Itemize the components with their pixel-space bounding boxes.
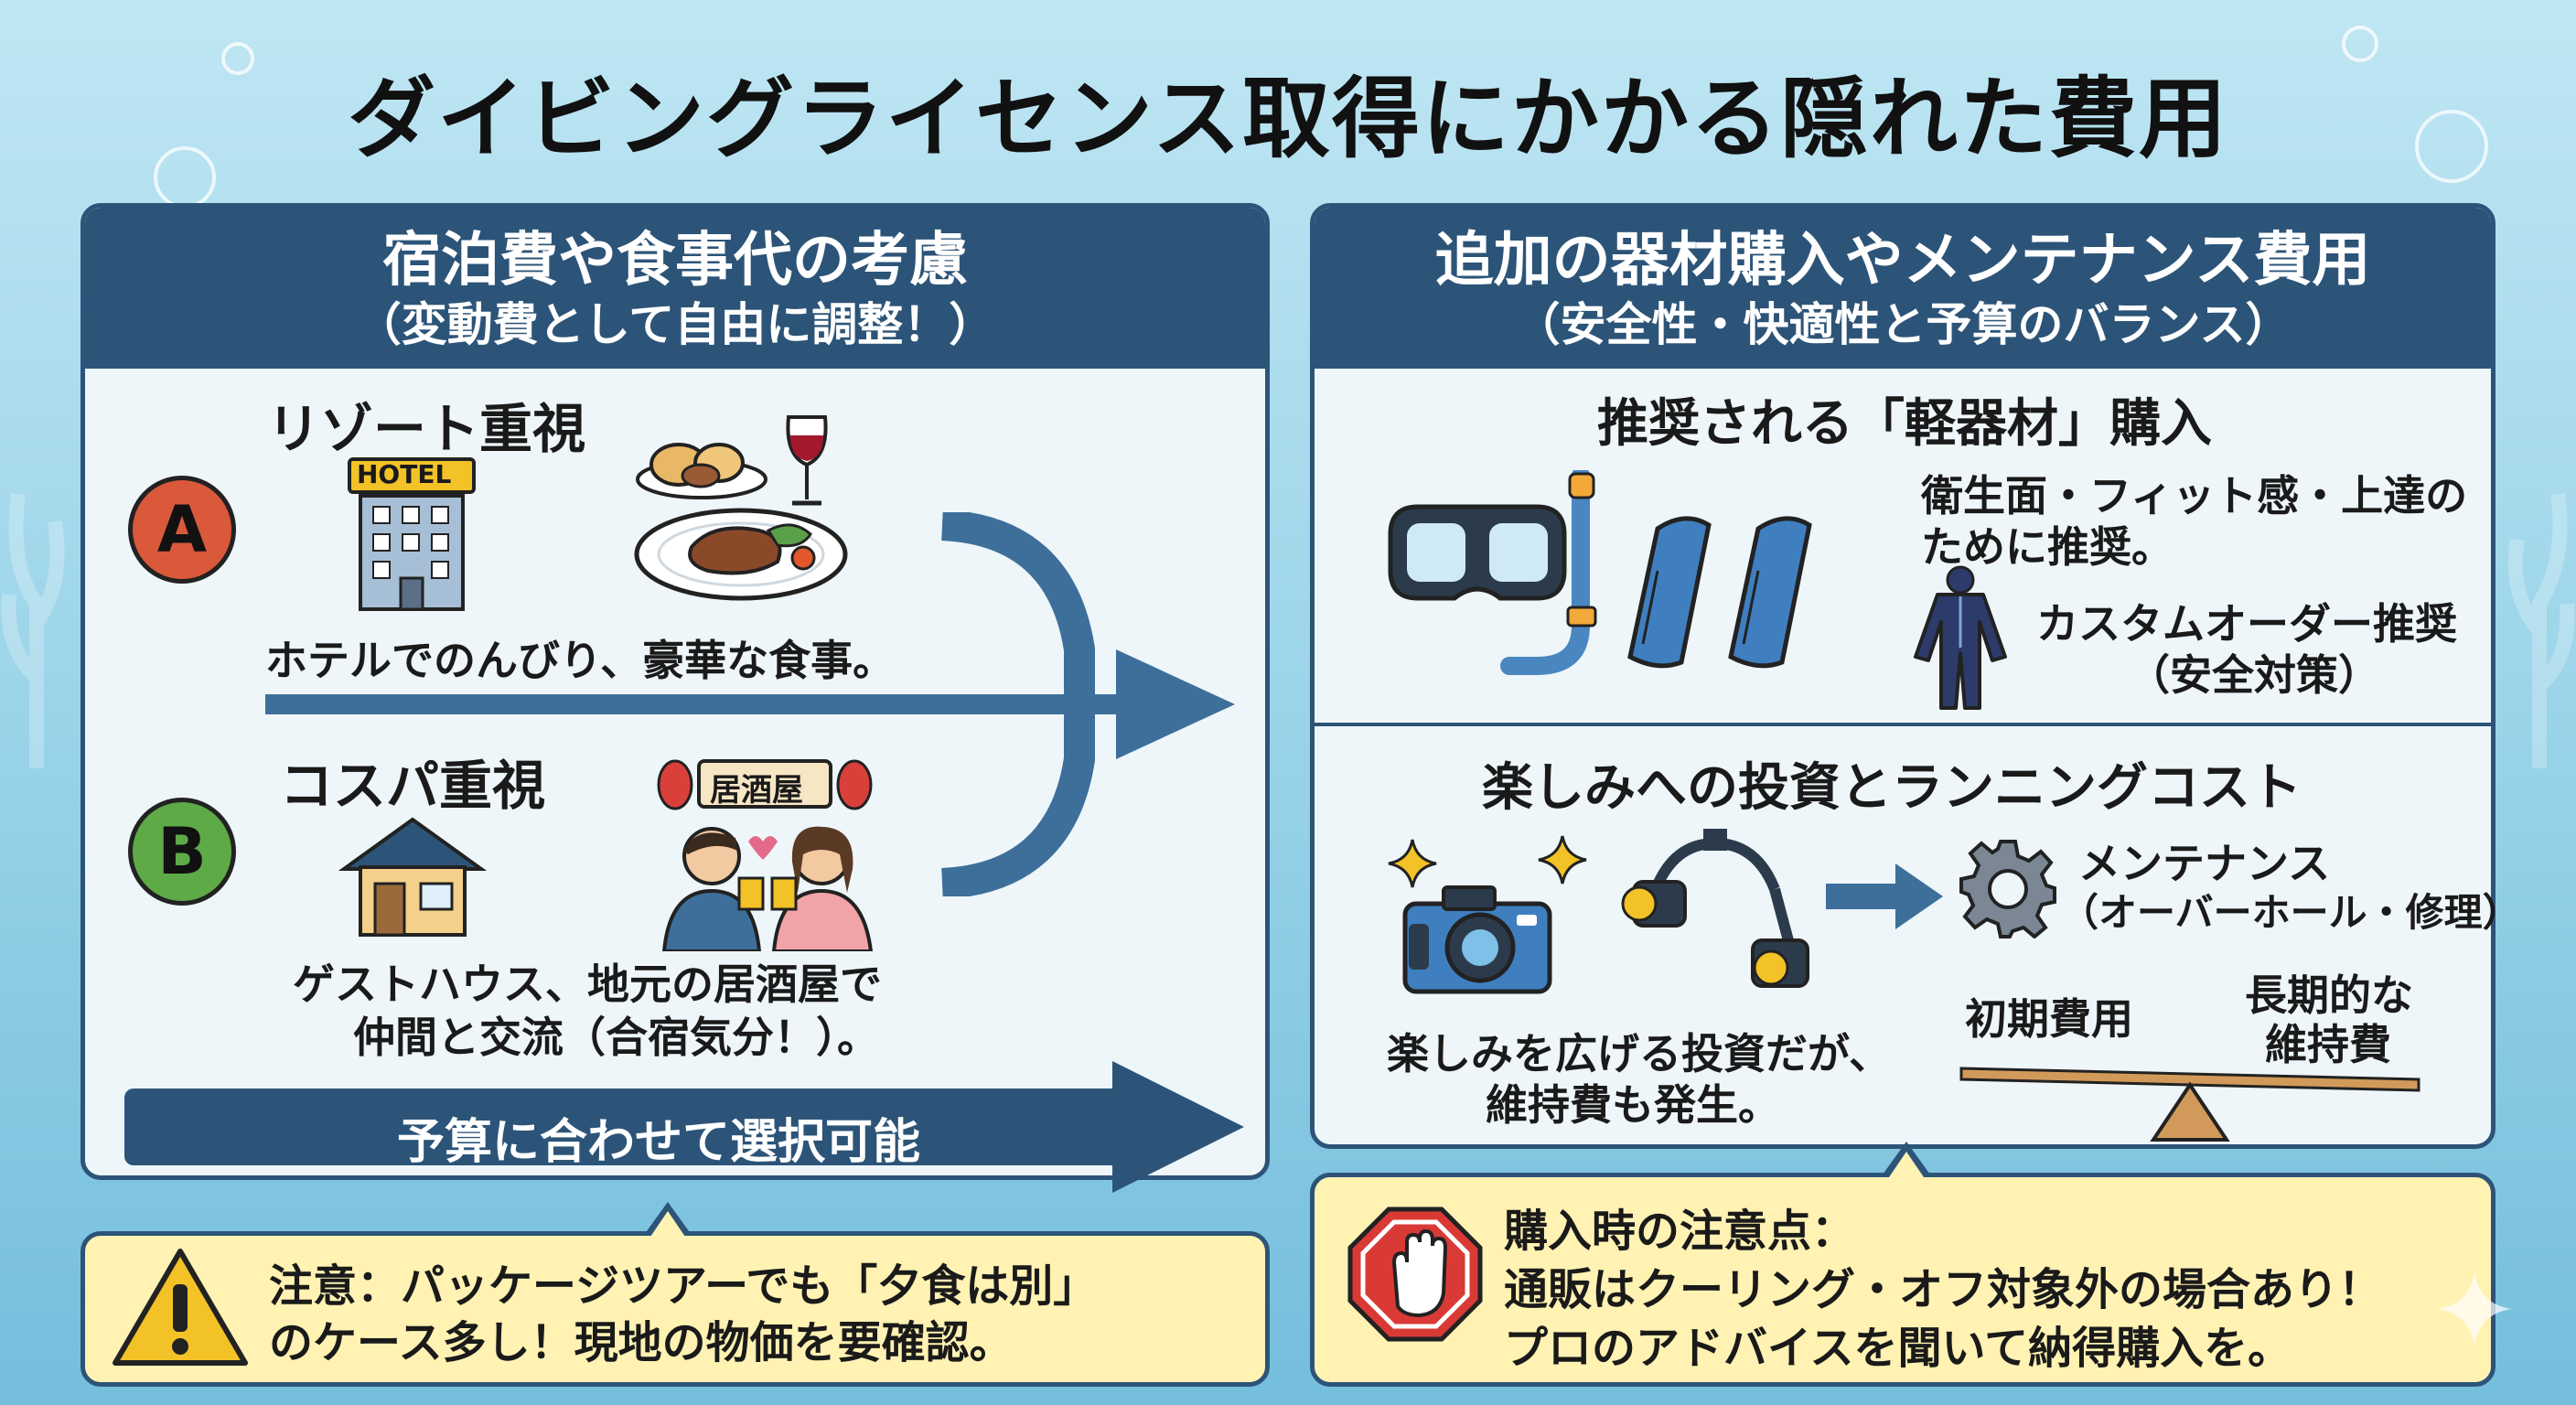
option-b-caption-line1: ゲストハウス、地元の居酒屋で (293, 960, 882, 1009)
right-section-divider (1314, 723, 2492, 726)
option-b-caption-line2: 仲間と交流（合宿気分！）。 (353, 1013, 879, 1062)
left-note-line1: 注意：パッケージツアーでも「夕食は別」 (269, 1260, 1098, 1312)
izakaya-sign-text: 居酒屋 (710, 772, 803, 809)
sparkle-icon (1388, 839, 1437, 888)
coral-decoration (2507, 492, 2575, 768)
fins-icon (1627, 516, 1812, 669)
right-note-line2: 通販はクーリング・オフ対象外の場合あり！ (1504, 1264, 2383, 1315)
right-caution-note (1310, 1173, 2496, 1387)
dive-light-icon (1621, 829, 1809, 988)
right-note-line3: プロのアドバイスを聞いて納得購入を。 (1504, 1323, 2292, 1374)
gear-icon (1959, 840, 2056, 938)
option-a-label: リゾート重視 (267, 398, 586, 460)
izakaya-icon (657, 759, 873, 810)
left-note-line2: のケース多し！現地の物価を要確認。 (269, 1317, 1014, 1368)
accommodation-heading: 宿泊費や食事代の考慮 (382, 227, 968, 295)
equipment-heading: 追加の器材購入やメンテナンス費用 (1434, 227, 2371, 295)
food-icon (636, 443, 767, 499)
equipment-subheading: （安全性・快適性と予算のバランス） (1514, 297, 2292, 351)
bubble-decoration (2415, 110, 2488, 183)
wetsuit-icon (1914, 565, 2007, 710)
maintenance-line2: （オーバーホール・修理） (2060, 890, 2521, 935)
seesaw-icon (1959, 1067, 2420, 1142)
friends-icon (661, 826, 874, 951)
initial-cost-label: 初期費用 (1965, 994, 2133, 1044)
gear-text-line2: ために推奨。 (1921, 522, 2174, 572)
hotel-icon (348, 457, 476, 611)
equipment-panel-header: 追加の器材購入やメンテナンス費用 （安全性・快適性と予算のバランス） (1315, 208, 2491, 369)
option-b-label: コスパ重視 (280, 755, 546, 817)
right-arrow-icon (1826, 863, 1943, 929)
gear-section-title: 推奨される「軽器材」購入 (1597, 394, 2212, 454)
longterm-cost-line1: 長期的な (2245, 971, 2413, 1020)
mask-snorkel-icon (1388, 470, 1597, 675)
sparkle-icon (1538, 835, 1587, 885)
budget-banner-text: 予算に合わせて選択可能 (397, 1115, 921, 1170)
hotel-sign-text: HOTEL (357, 459, 452, 489)
steak-icon (634, 508, 848, 601)
camera-icon (1402, 885, 1552, 994)
maintenance-line1: メンテナンス (2078, 839, 2331, 888)
flow-arrow (265, 512, 1235, 896)
running-caption-line2: 維持費も発生。 (1486, 1080, 1780, 1130)
accommodation-panel-header: 宿泊費や食事代の考慮 （変動費として自由に調整！） (85, 208, 1265, 369)
running-cost-title: 楽しみへの投資とランニングコスト (1482, 758, 2302, 818)
note-pointer (1889, 1152, 1924, 1177)
budget-banner-arrow (124, 1061, 1244, 1193)
right-note-line1: 購入時の注意点： (1504, 1206, 1856, 1257)
note-pointer (650, 1211, 685, 1237)
stop-hand-icon (1347, 1207, 1483, 1342)
accommodation-subheading: （変動費として自由に調整！） (355, 297, 995, 351)
option-a-badge: A (128, 476, 236, 584)
option-a-caption: ホテルでのんびり、豪華な食事。 (265, 636, 896, 685)
sparkle-decoration (2437, 1271, 2512, 1346)
bubble-decoration (2342, 26, 2378, 62)
wine-icon (786, 415, 828, 506)
option-b-badge: B (128, 798, 236, 906)
page-title: ダイビングライセンス取得にかかる隠れた費用 (347, 68, 2229, 170)
custom-order-line2: （安全対策） (2128, 650, 2380, 700)
custom-order-line1: カスタムオーダー推奨 (2036, 599, 2457, 649)
running-caption-line1: 楽しみを広げる投資だが、 (1387, 1029, 1892, 1078)
house-icon (338, 817, 488, 937)
coral-decoration (1, 493, 65, 768)
gear-text-line1: 衛生面・フィット感・上達の (1921, 471, 2468, 520)
bubble-decoration (221, 42, 254, 75)
warning-icon (113, 1249, 248, 1366)
longterm-cost-line2: 維持費 (2265, 1020, 2391, 1069)
